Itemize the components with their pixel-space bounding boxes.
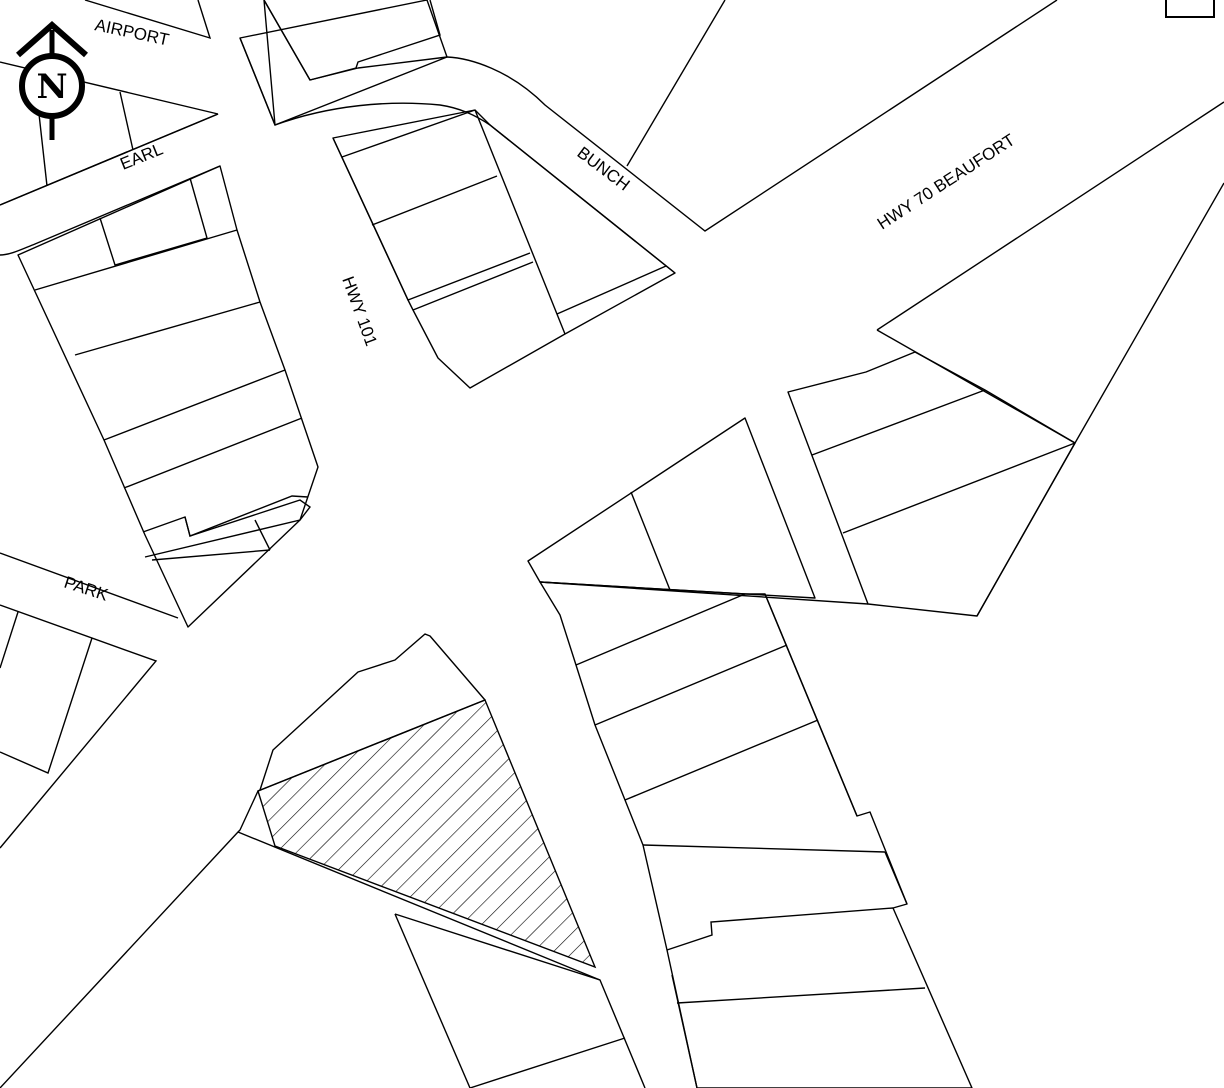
- street-label-park: PARK: [62, 573, 111, 605]
- bunch-road: [274, 0, 1058, 274]
- parcel-bunch-block: [332, 109, 676, 389]
- inset-frame: [1165, 0, 1215, 18]
- street-label-hwy70: HWY 70 BEAUFORT: [874, 130, 1019, 233]
- street-label-earl: EARL: [117, 139, 165, 173]
- park-road: [0, 552, 179, 849]
- north-letter: N: [36, 67, 67, 107]
- parcel-hwy70-east: [787, 101, 1224, 617]
- parcel-top-center: [239, 0, 448, 126]
- street-label-airport: AIRPORT: [93, 15, 171, 49]
- parcel-center-block: [527, 417, 869, 605]
- parcel-south-block: [0, 633, 646, 1088]
- highlighted-parcel[interactable]: [257, 699, 597, 969]
- north-arrow-icon: N: [16, 20, 88, 140]
- parcel-west-block: [17, 165, 319, 628]
- street-label-hwy101: HWY 101: [338, 274, 381, 349]
- parcel-southeast-block: [539, 581, 973, 1088]
